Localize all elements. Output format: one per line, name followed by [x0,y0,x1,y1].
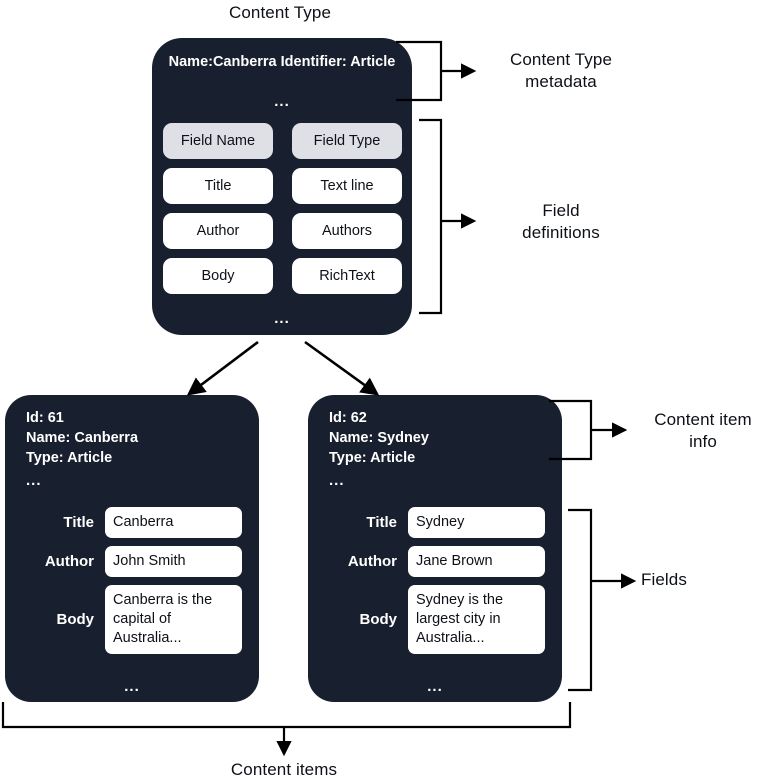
field-name-cell: Author [163,213,273,249]
table-header-row: Field Name Field Type [163,123,413,159]
content-item-fields: Title Sydney Author Jane Brown Body Sydn… [316,507,554,662]
field-name-cell: Body [163,258,273,294]
content-item-card-62: Id: 62 Name: Sydney Type: Article ... Ti… [308,395,562,702]
field-type-cell: Text line [292,168,402,204]
field-label: Title [366,514,397,531]
field-type-cell: RichText [292,258,402,294]
content-item-info-ellipsis: ... [329,472,345,489]
content-type-card: Name:Canberra Identifier: Article ... Fi… [152,38,412,335]
field-value: Jane Brown [408,546,545,577]
list-item: Body Canberra is the capital of Australi… [13,585,251,654]
content-type-metadata-ellipsis: ... [274,93,290,110]
list-item: Title Sydney [316,507,554,538]
column-header-field-type: Field Type [292,123,402,159]
table-row: Title Text line [163,168,413,204]
content-item-card-61: Id: 61 Name: Canberra Type: Article ... … [5,395,259,702]
field-value: Sydney is the largest city in Australia.… [408,585,545,654]
content-item-fields-ellipsis: ... [124,678,140,695]
annotation-content-item-info: Content item info [654,410,752,451]
content-type-metadata-text: Name:Canberra Identifier: Article [168,54,396,70]
annotation-fields: Fields [641,570,687,589]
field-label: Body [56,611,95,628]
list-item: Title Canberra [13,507,251,538]
content-item-info-text: Id: 62 Name: Sydney Type: Article [329,410,429,466]
field-value: Canberra [105,507,242,538]
content-item-fields-ellipsis: ... [427,678,443,695]
table-row: Author Authors [163,213,413,249]
content-item-info-ellipsis: ... [26,472,42,489]
content-item-fields: Title Canberra Author John Smith Body Ca… [13,507,251,662]
field-value: John Smith [105,546,242,577]
content-item-info-text: Id: 61 Name: Canberra Type: Article [26,410,139,466]
bracket-content-item-fields [568,508,637,692]
field-type-cell: Authors [292,213,402,249]
arrow-to-item-61 [186,340,259,396]
page-title-content-type: Content Type [228,3,331,22]
field-name-cell: Title [163,168,273,204]
column-header-field-name: Field Name [163,123,273,159]
annotation-field-definitions: Field definitions [522,201,600,242]
field-label: Title [63,514,94,531]
list-item: Author Jane Brown [316,546,554,577]
annotation-content-type-metadata: Content Type metadata [509,50,612,91]
bracket-field-definitions [419,118,477,315]
bracket-content-items [1,702,572,757]
page-title-content-items: Content items [230,760,338,779]
list-item: Author John Smith [13,546,251,577]
list-item: Body Sydney is the largest city in Austr… [316,585,554,654]
field-definitions-table: Field Name Field Type Title Text line Au… [163,123,413,303]
arrow-to-item-62 [304,340,380,396]
table-row: Body RichText [163,258,413,294]
field-value: Sydney [408,507,545,538]
field-label: Author [347,553,397,570]
field-value: Canberra is the capital of Australia... [105,585,242,654]
content-type-fields-ellipsis: ... [274,310,290,327]
field-label: Author [44,553,94,570]
field-label: Body [359,611,398,628]
